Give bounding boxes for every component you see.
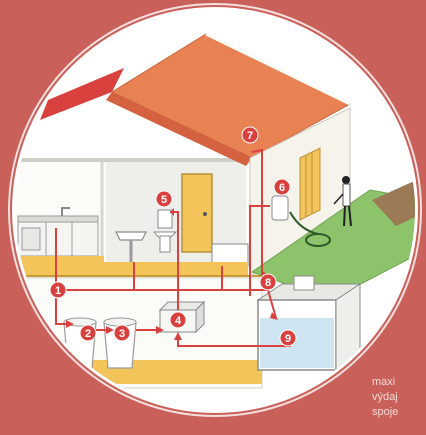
marker-3: 3 (114, 325, 130, 341)
marker-6-label: 6 (279, 182, 285, 194)
marker-4-label: 4 (175, 315, 182, 327)
ground-floor (12, 256, 104, 276)
marker-5: 5 (156, 191, 172, 207)
garden-tap-unit (272, 196, 288, 220)
caption-line-2: výdaj (372, 390, 426, 405)
marker-3-label: 3 (119, 328, 125, 340)
marker-8: 8 (260, 274, 276, 290)
basement-floor (12, 360, 262, 384)
marker-1: 1 (50, 282, 66, 298)
caption-text: maxi výdaj spoje (372, 375, 426, 435)
marker-8-label: 8 (265, 277, 271, 289)
bathroom-floor (104, 262, 248, 276)
marker-2: 2 (80, 325, 96, 341)
caption-line-3: spoje (372, 405, 426, 420)
marker-7-label: 7 (247, 130, 253, 142)
rainwater-tank (258, 276, 360, 370)
marker-9: 9 (280, 330, 296, 346)
caption-line-1: maxi (372, 375, 426, 390)
marker-5-label: 5 (161, 194, 167, 206)
marker-1-label: 1 (55, 285, 61, 297)
marker-4: 4 (170, 312, 186, 328)
marker-9-label: 9 (285, 333, 291, 345)
marker-2-label: 2 (85, 328, 91, 340)
marker-7: 7 (242, 127, 258, 143)
marker-6: 6 (274, 179, 290, 195)
bathroom-door (182, 174, 212, 252)
side-door (300, 148, 320, 220)
